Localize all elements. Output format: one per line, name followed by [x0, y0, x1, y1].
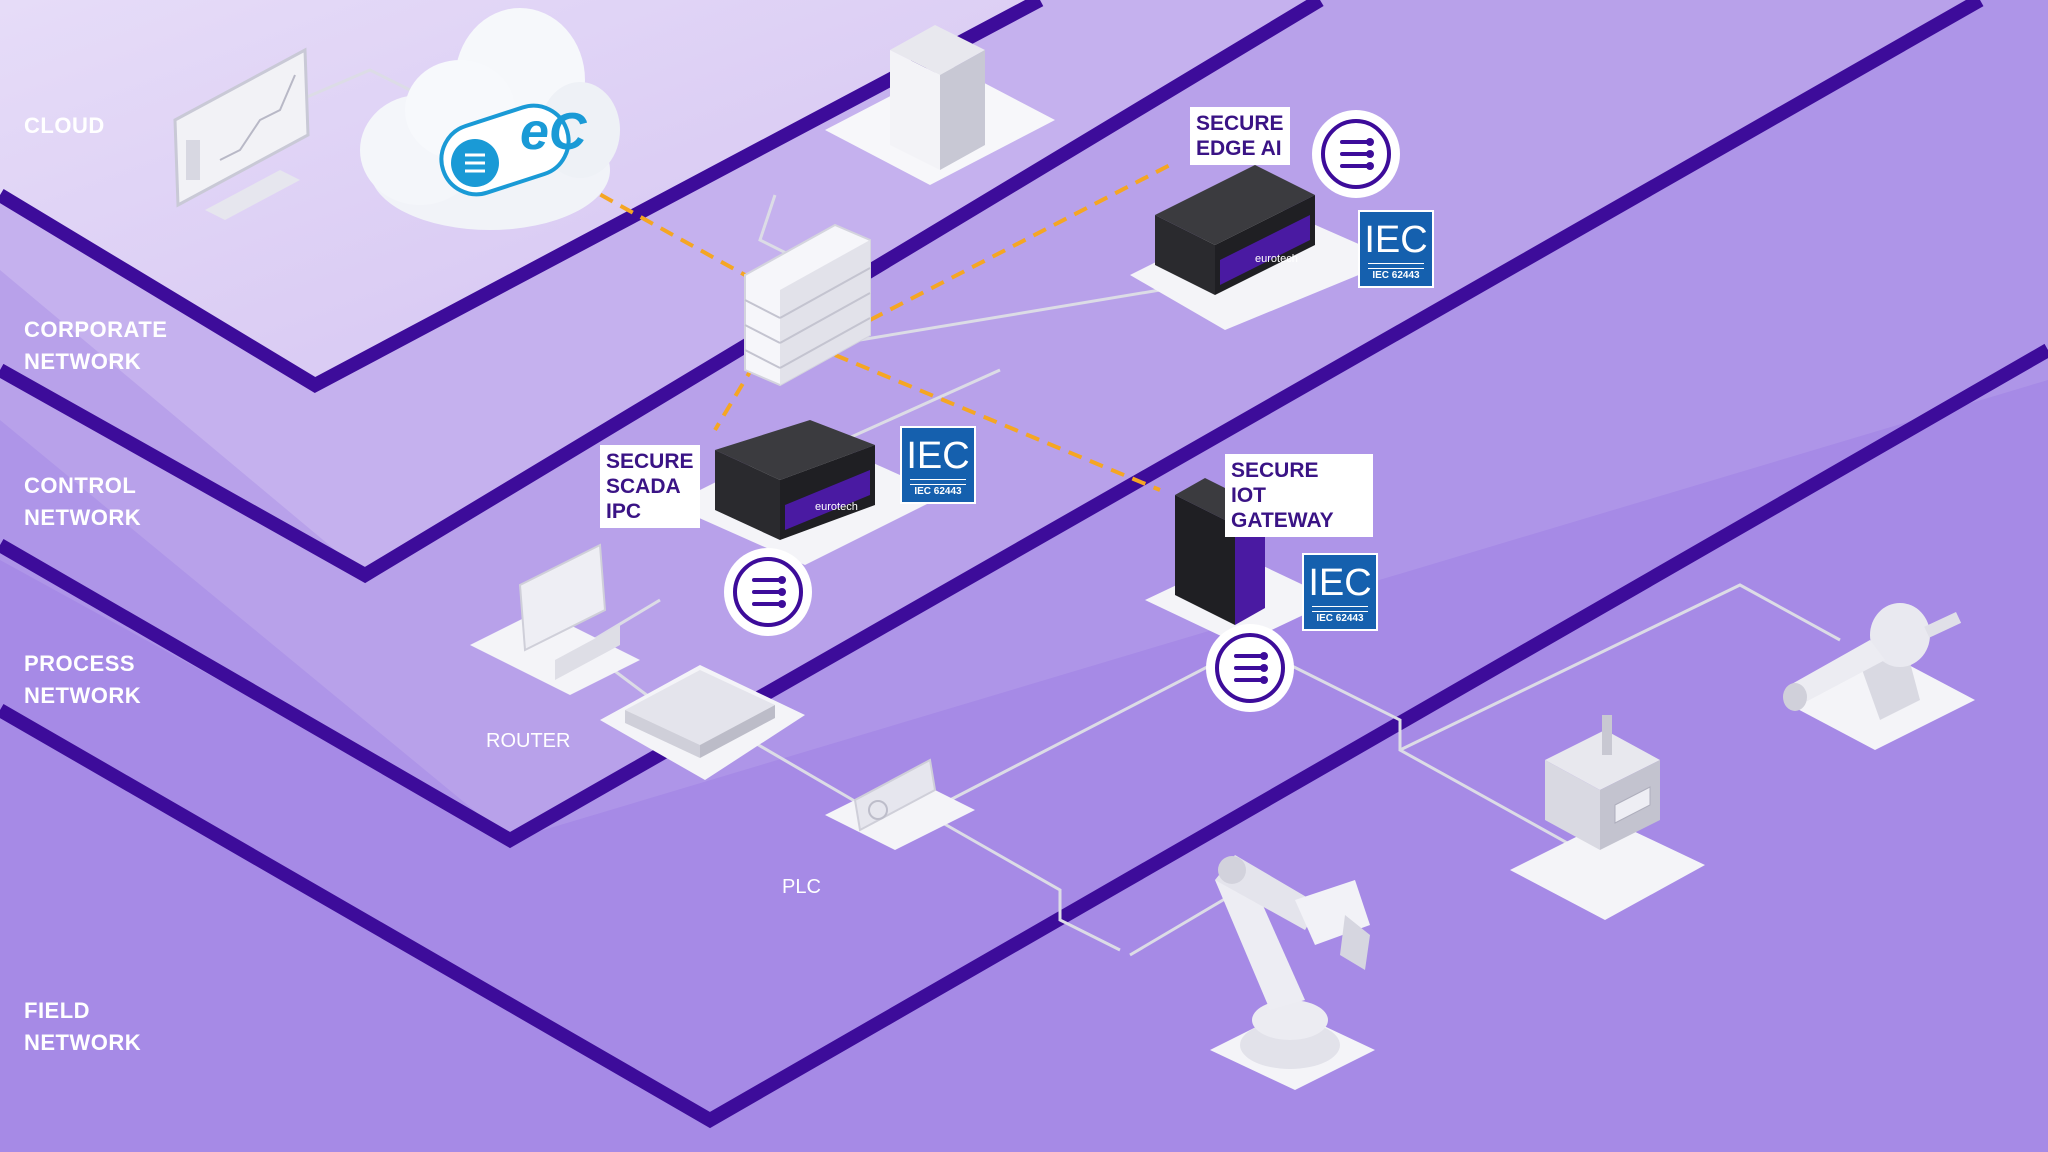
scada-ipc-device: eurotech [670, 420, 945, 565]
control-band [0, 0, 1984, 849]
iec-standard-text: IEC 62443 [914, 486, 962, 497]
edge-ai-module-icon [1312, 110, 1400, 198]
plc-device [825, 758, 975, 850]
label-router: ROUTER [486, 730, 571, 752]
actuator-device [1510, 715, 1705, 920]
dashboard-monitor [173, 47, 310, 220]
iec-standard-text: IEC 62443 [1316, 613, 1364, 624]
corporate-server [825, 25, 1055, 185]
edge-ai-brand: eurotech [1255, 253, 1298, 265]
label-secure-iot-gateway: SECURE IOT GATEWAY [1225, 454, 1373, 537]
corporate-band [0, 0, 1324, 584]
firewall [744, 223, 871, 387]
iec-badge-iot-gateway: IEC IEC 62443 [1302, 553, 1378, 631]
iec-logo-text: IEC [906, 435, 970, 477]
iec-logo-text: IEC [1364, 219, 1428, 261]
label-plc: PLC [782, 876, 821, 898]
layer-label-control: CONTROL NETWORK [24, 473, 142, 530]
cloud-band [0, 0, 1044, 394]
label-secure-scada-ipc: SECURE SCADA IPC [600, 445, 700, 528]
router-device [600, 665, 805, 780]
motor-device [1783, 603, 1975, 750]
layer-label-cloud: CLOUD [24, 113, 105, 138]
robot-arm [1210, 855, 1375, 1090]
layer-label-field: FIELD NETWORK [24, 998, 142, 1055]
iec-logo-text: IEC [1308, 562, 1372, 604]
iec-stripes [1368, 263, 1424, 269]
cloud-logo-text: eC [520, 103, 587, 161]
iec-stripes [910, 479, 966, 485]
hmi-panel [470, 543, 640, 695]
cloud-shape [360, 8, 620, 230]
iec-standard-text: IEC 62443 [1372, 270, 1420, 281]
scada-brand: eurotech [815, 501, 858, 513]
layer-label-process: PROCESS NETWORK [24, 651, 142, 708]
label-secure-edge-ai: SECURE EDGE AI [1190, 107, 1290, 165]
scada-module-icon [724, 548, 812, 636]
iec-stripes [1312, 606, 1368, 612]
layer-label-corporate: CORPORATE NETWORK [24, 317, 168, 374]
iec-badge-edge-ai: IEC IEC 62443 [1358, 210, 1434, 288]
iot-gateway-module-icon [1206, 624, 1294, 712]
iec-badge-scada: IEC IEC 62443 [900, 426, 976, 504]
process-band [0, 343, 2048, 1129]
edge-ai-device: eurotech [1130, 165, 1395, 330]
